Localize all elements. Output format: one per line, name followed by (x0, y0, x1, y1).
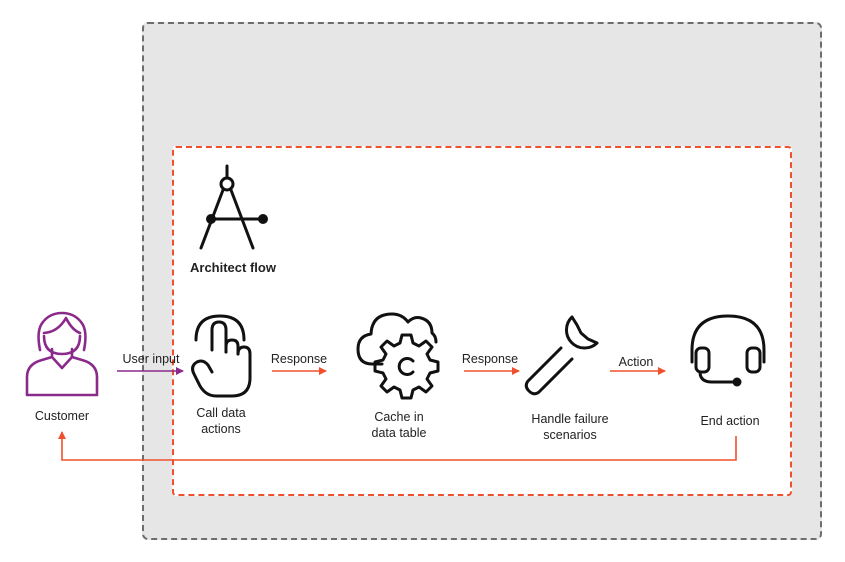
wrench-icon (524, 315, 599, 396)
cloud-gear-icon (356, 312, 440, 400)
edge-action-label: Action (618, 355, 654, 369)
architect-flow-boundary (172, 146, 792, 496)
node-end-label: End action (700, 414, 760, 428)
tap-finger-icon (191, 314, 252, 398)
edge-user-input-label: User input (122, 352, 180, 366)
edge-response-2-label: Response (461, 352, 519, 366)
flow-title: Architect flow (190, 260, 276, 275)
node-call-data-label: Call data actions (196, 406, 246, 436)
edge-return-to-customer (58, 431, 737, 461)
headset-icon (690, 314, 766, 387)
customer-icon (25, 311, 99, 397)
edge-response-1-label: Response (270, 352, 328, 366)
node-handle-label: Handle failure scenarios (531, 412, 609, 442)
compass-icon (199, 164, 268, 250)
node-cache-label: Cache in data table (371, 410, 427, 440)
node-customer-label: Customer (34, 409, 90, 423)
